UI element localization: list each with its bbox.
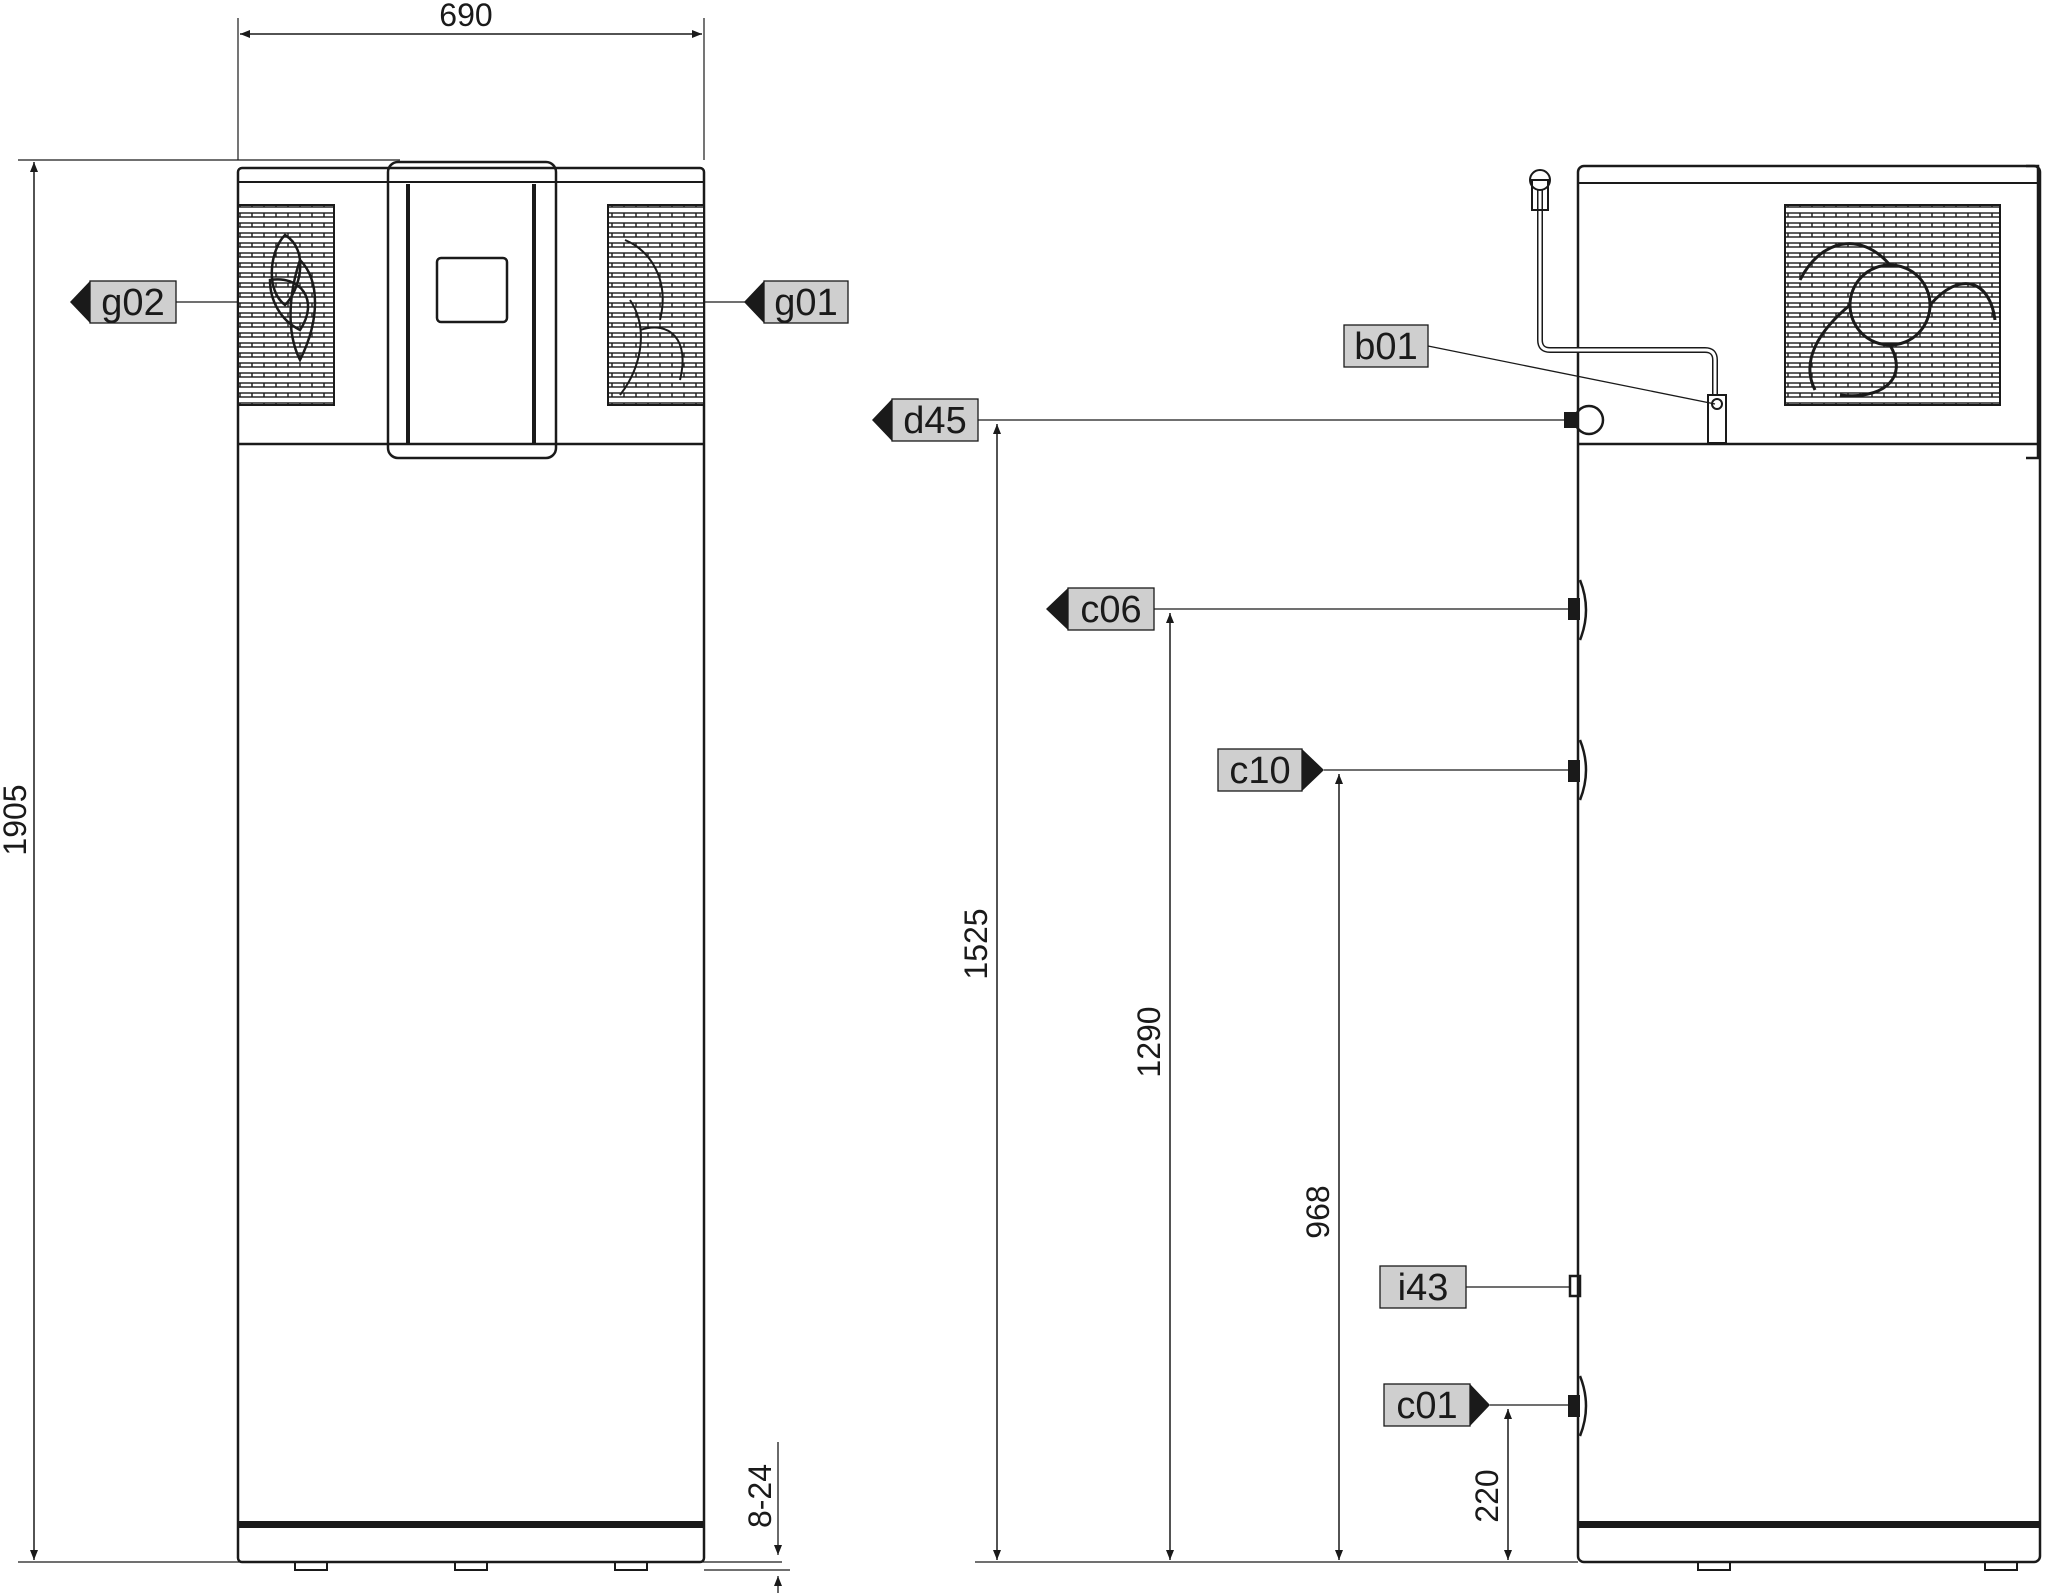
dimension-width-text: 690: [439, 0, 492, 33]
side-foot-left: [1697, 1561, 1731, 1571]
connection-c10: [1568, 739, 1588, 801]
label-c06: c06: [1046, 587, 1568, 631]
sensor-b01-housing: [1707, 394, 1727, 444]
front-right-grille: [607, 204, 705, 406]
dimension-width: 690: [237, 0, 705, 160]
label-b01: b01: [1343, 324, 1716, 405]
fan-icon: [268, 233, 317, 363]
dimension-height-total-text: 1905: [0, 784, 33, 855]
label-b01-text: b01: [1354, 326, 1417, 368]
side-grille: [1784, 204, 2001, 406]
control-panel: [386, 160, 558, 460]
label-c01: c01: [1383, 1383, 1568, 1427]
front-view: [236, 160, 706, 1571]
side-foot-right: [1984, 1561, 2018, 1571]
fan-icon: [619, 239, 684, 396]
dimension-c10: 968: [1300, 774, 1343, 1560]
label-g02: g02: [70, 280, 238, 324]
label-c10-text: c10: [1229, 750, 1290, 792]
label-g01-text: g01: [774, 282, 837, 324]
label-c06-text: c06: [1080, 589, 1141, 631]
dimension-feet-text: 8-24: [742, 1464, 778, 1528]
label-d45-text: d45: [903, 400, 966, 442]
label-c01-text: c01: [1396, 1385, 1457, 1427]
dimension-d45: 1525: [958, 424, 1001, 1560]
side-rail: [2026, 164, 2040, 460]
connection-c01: [1568, 1375, 1588, 1437]
dimension-c06: 1290: [1131, 613, 1174, 1560]
connection-d45: [1564, 404, 1605, 436]
dimension-c10-text: 968: [1300, 1185, 1336, 1238]
side-view: [1529, 164, 2042, 1571]
connection-c06: [1568, 579, 1588, 641]
cable-clip-icon: [1529, 169, 1551, 211]
dimension-d45-text: 1525: [958, 908, 994, 979]
dimension-c01: 220: [1469, 1409, 1512, 1560]
dimension-height-total: 1905: [0, 159, 782, 1563]
label-c10: c10: [1217, 748, 1568, 792]
label-g01: g01: [704, 280, 849, 324]
dimension-c01-text: 220: [1469, 1469, 1505, 1522]
display-screen: [435, 256, 509, 324]
side-bottom-band: [1578, 1521, 2040, 1528]
label-i43: i43: [1379, 1265, 1570, 1309]
fan-icon: [1798, 242, 1997, 398]
sensor-cable: [1538, 190, 1717, 395]
dimension-c06-text: 1290: [1131, 1006, 1167, 1077]
side-body-outline: [1576, 164, 2042, 1564]
label-d45: d45: [872, 398, 1564, 442]
front-bottom-band: [238, 1521, 704, 1528]
connection-i43: [1568, 1274, 1582, 1298]
label-g02-text: g02: [101, 282, 164, 324]
label-i43-text: i43: [1398, 1267, 1449, 1309]
dimension-feet: 8-24: [704, 1442, 790, 1593]
